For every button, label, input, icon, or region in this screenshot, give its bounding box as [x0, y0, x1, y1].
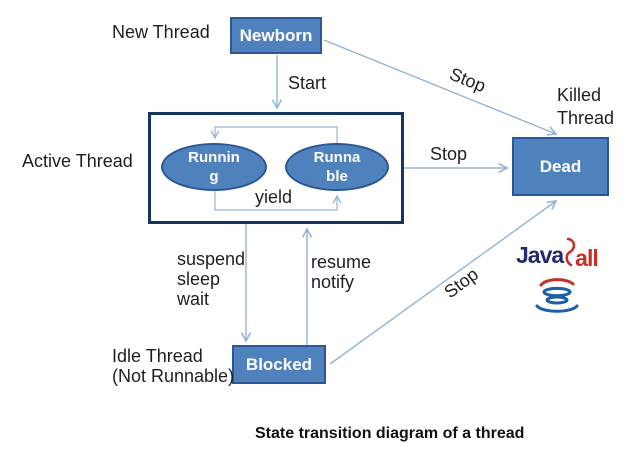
node-runnable-label-line1: Runna	[313, 149, 361, 166]
node-newborn: Newborn	[230, 17, 322, 54]
killed-thread-line2: Thread	[557, 108, 615, 128]
node-runnable: Runna ble	[285, 143, 389, 191]
node-dead-label: Dead	[539, 156, 582, 176]
idle-thread-line2: (Not Runnable)	[112, 366, 235, 386]
killed-thread-label: Killed Thread	[557, 84, 614, 130]
suspend-sleep-wait-label: suspend sleep wait	[177, 249, 245, 309]
node-running: Runnin g	[161, 143, 267, 191]
arrow-dispatch-loop	[210, 126, 338, 146]
java4all-logo-text: Java all	[516, 237, 608, 278]
java4all-logo: Java all	[516, 237, 608, 318]
node-runnable-label-line2: ble	[326, 168, 348, 185]
suspend-line: suspend	[177, 249, 246, 269]
node-blocked: Blocked	[232, 345, 326, 384]
wait-line: wait	[177, 289, 210, 309]
node-blocked-label: Blocked	[245, 354, 313, 374]
stop-active-dead-label: Stop	[430, 144, 468, 164]
arrow-stop-blocked-dead	[329, 200, 558, 365]
notify-line: notify	[311, 272, 355, 292]
node-newborn-label: Newborn	[239, 25, 313, 45]
yield-transition-label: yield	[255, 187, 293, 207]
idle-thread-line1: Idle Thread	[112, 346, 203, 366]
node-dead: Dead	[512, 137, 609, 196]
resume-line: resume	[311, 252, 372, 272]
diagram-caption: State transition diagram of a thread	[255, 425, 525, 442]
java4all-logo-all-text: all	[575, 245, 599, 271]
sleep-line: sleep	[177, 269, 221, 289]
idle-thread-label: Idle Thread (Not Runnable)	[112, 346, 234, 386]
new-thread-label: New Thread	[112, 22, 210, 42]
java4all-logo-java-text: Java	[516, 242, 564, 268]
arrow-yield-loop	[214, 189, 342, 211]
node-running-label-line1: Runnin	[188, 149, 240, 166]
killed-thread-line1: Killed	[557, 85, 602, 105]
node-running-label-line2: g	[209, 168, 219, 185]
active-thread-label: Active Thread	[22, 151, 133, 171]
start-transition-label: Start	[288, 73, 327, 93]
java-cup-icon	[535, 278, 579, 313]
resume-notify-label: resume notify	[311, 252, 371, 292]
arrow-stop-newborn-dead	[323, 39, 558, 136]
java-logo-hook-icon	[565, 237, 576, 267]
active-thread-box	[148, 112, 404, 224]
